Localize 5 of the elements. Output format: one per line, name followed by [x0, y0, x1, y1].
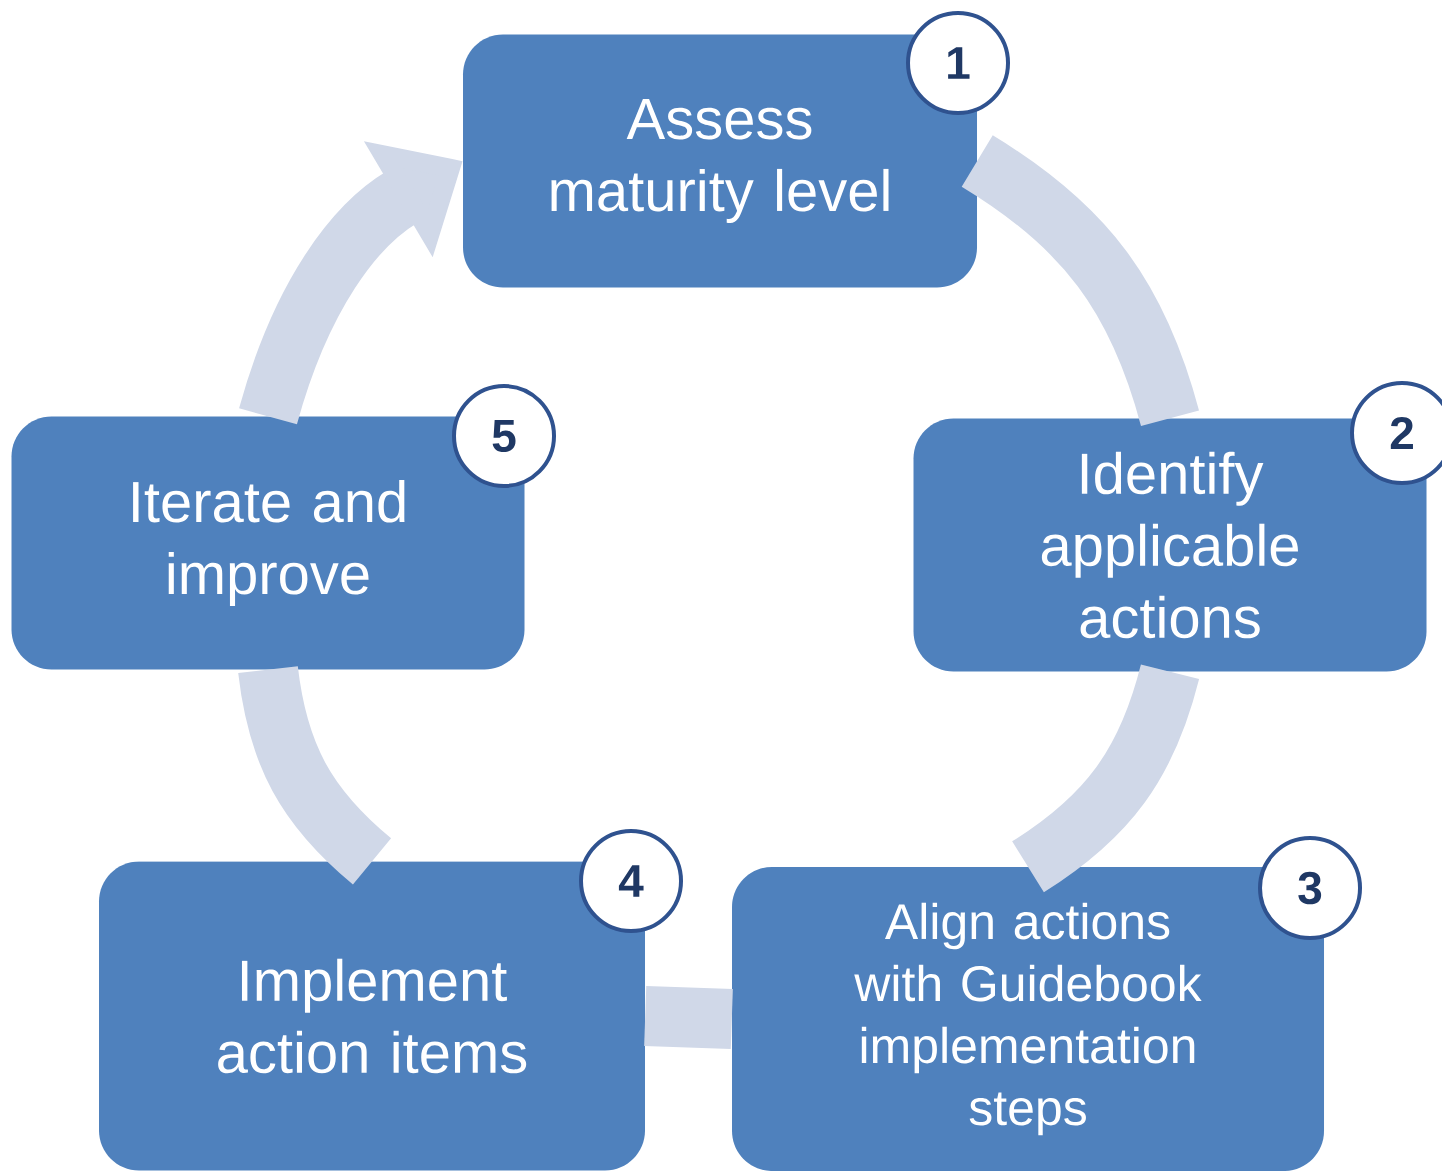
step-number: 2	[1350, 381, 1442, 485]
step-number: 5	[452, 384, 556, 488]
step-number: 1	[906, 11, 1010, 115]
step-number: 4	[579, 829, 683, 933]
step-number: 3	[1258, 836, 1362, 940]
